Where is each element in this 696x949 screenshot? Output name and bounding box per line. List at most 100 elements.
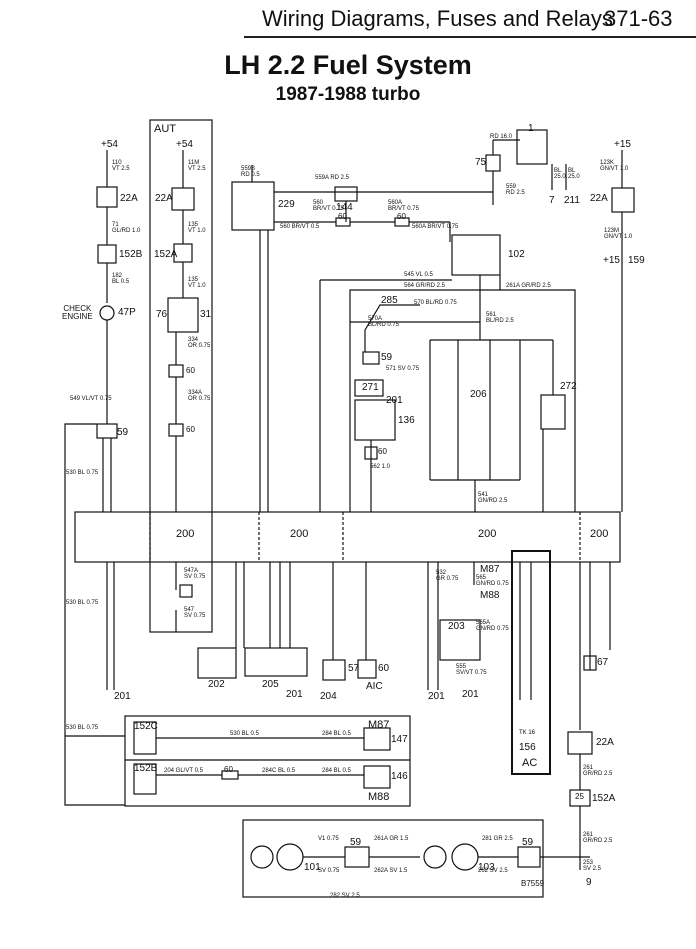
wire-559b: 559B RD 0.5 (241, 166, 260, 178)
wire-262: 262 SV 2.5 (478, 868, 508, 874)
wires-m87-m88 (133, 721, 391, 795)
wire-547: 547 SV 0.75 (184, 607, 206, 619)
supply-plus15: +15 (614, 139, 631, 150)
comp-57: 57 (348, 663, 360, 674)
fuse-22a-1: 22A (120, 193, 138, 204)
wire-547a: 547A SV 0.75 (184, 568, 206, 580)
wire-204: 204 GL/VT 0.5 (164, 768, 203, 774)
wire-559a: 559A RD 2.5 (315, 175, 350, 181)
header-page-number: 371-63 (604, 6, 673, 31)
wire-545: 545 VL 0.5 (404, 272, 433, 278)
comp-67: 67 (597, 657, 609, 668)
wire-rd16: RD 16.0 (490, 134, 513, 140)
figure-id-b7559: B7559 (521, 879, 545, 888)
ac-box (511, 550, 551, 775)
comp-59c: 59 (350, 837, 362, 848)
comp-272: 272 (560, 381, 577, 392)
wire-555: 555 SV/VT 0.75 (456, 664, 487, 676)
wire-334a: 334A OR 0.75 (188, 390, 211, 402)
wire-281: 281 GR 2.5 (482, 836, 513, 842)
wire-560a: 560A BR/VT 0.75 (388, 200, 419, 212)
wire-562: 562 1.0 (370, 464, 391, 470)
comp-203: 203 (448, 621, 465, 632)
wire-571: 571 SV 0.75 (386, 366, 420, 372)
wire-bl25-a: BL 25.0 (554, 168, 566, 180)
fuse-22a-2: 22A (155, 193, 173, 204)
supply-plus54-b: +54 (176, 139, 193, 150)
comp-211: 211 (564, 195, 580, 206)
comp-229: 229 (278, 199, 295, 210)
wire-123k: 123K GN/VT 1.0 (600, 160, 629, 172)
comp-60e: 60 (378, 447, 387, 456)
comp-60c: 60 (338, 212, 347, 221)
wires-lower (197, 562, 611, 870)
comp-tk16: TK 16 (519, 730, 536, 736)
comp-101: 101 (304, 862, 321, 873)
pump-motor-box (242, 819, 544, 898)
page-header: Wiring Diagrams, Fuses and Relays 371-63 (0, 0, 696, 40)
wire-284c: 284C BL 0.5 (262, 768, 296, 774)
wires-relay-229 (231, 165, 493, 512)
wire-284b: 284 BL 0.5 (322, 768, 351, 774)
wire-560b: 560 BR/VT 0.5 (280, 224, 320, 230)
aut-label: AUT (154, 123, 176, 135)
wire-334: 334 OR 0.75 (188, 337, 211, 349)
comp-204: 204 (320, 691, 337, 702)
comp-aic: AIC (366, 681, 383, 692)
fuse-22a-3: 22A (590, 193, 608, 204)
wire-560: 560 BR/VT 0.75 (313, 200, 344, 212)
wires-injectors (429, 339, 566, 512)
ecu-200-d: 200 (590, 528, 609, 540)
comp-31: 31 (200, 309, 212, 320)
ecu-200-c: 200 (478, 528, 497, 540)
wire-110: 110 VT 2.5 (112, 160, 130, 172)
fuse-152a-1: 152A (154, 249, 178, 260)
wire-565: 565 GN/RD 0.75 (476, 575, 509, 587)
comp-1: 1 (528, 123, 534, 134)
comp-9: 9 (586, 877, 592, 888)
comp-206: 206 (470, 389, 487, 400)
comp-47p: 47P (118, 307, 136, 318)
comp-147: 147 (391, 734, 408, 745)
wire-530a: 530 BL 0.75 (66, 470, 99, 476)
wire-bl25-b: BL 25.0 (568, 168, 580, 180)
wire-532: 532 GR 0.75 (436, 570, 459, 582)
check-engine-lamp-label: CHECK ENGINE (62, 304, 93, 321)
wires-aut (167, 150, 199, 632)
wire-530b: 530 BL 0.75 (66, 600, 99, 606)
wire-261-a: 261 GR/RD 2.5 (583, 765, 613, 777)
wires-aux-valve (354, 351, 396, 512)
comp-102: 102 (508, 249, 525, 260)
wire-182: 182 BL 0.5 (112, 273, 130, 285)
wires-pumps (250, 843, 590, 871)
fuse-152b-2: 152B (134, 763, 158, 774)
comp-59d: 59 (522, 837, 534, 848)
wire-560c: 560A BR/VT 0.75 (412, 224, 459, 230)
comp-201c: 201 (462, 689, 479, 700)
wire-11m: 11M VT 2.5 (188, 160, 206, 172)
wire-v1: V1 0.75 (318, 836, 339, 842)
comp-m88: M88 (480, 590, 500, 601)
comp-136: 136 (398, 415, 415, 426)
wire-71: 71 GL/RD 1.0 (112, 222, 141, 234)
supply-plus54-a: +54 (101, 139, 118, 150)
wire-282: 282 SV 2.5 (330, 893, 360, 899)
m87-label: M87 (368, 719, 390, 731)
wire-135b: 135 VT 1.0 (188, 277, 206, 289)
wire-541: 541 GN/RD 2.5 (478, 492, 508, 504)
wire-262a-sv: 262A SV 1.5 (374, 868, 408, 874)
m88-label: M88 (368, 791, 390, 803)
comp-59a: 59 (381, 352, 393, 363)
ac-label: AC (522, 757, 538, 769)
wire-253: 253 SV 2.5 (583, 860, 602, 872)
aut-enclosure (149, 119, 213, 633)
comp-60f: 60 (378, 663, 390, 674)
comp-25: 25 (575, 792, 584, 801)
wire-261a: 261A GR/RD 2.5 (506, 283, 551, 289)
comp-7: 7 (549, 195, 555, 206)
comp-60d: 60 (397, 212, 406, 221)
comp-60g: 60 (224, 765, 233, 774)
comp-60a: 60 (186, 366, 195, 375)
wire-549: 549 VL/VT 0.75 (70, 396, 112, 402)
